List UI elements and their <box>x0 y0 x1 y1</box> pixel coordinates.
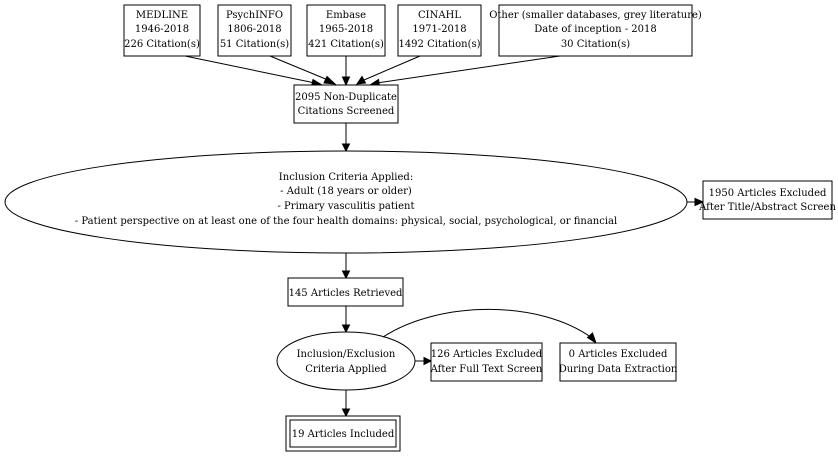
excluded-title-node: 1950 Articles Excluded After Title/Abstr… <box>698 180 836 220</box>
source-psychinfo-line-1: PsychINFO <box>226 10 283 21</box>
arrowhead-embase <box>341 76 351 87</box>
arrowhead-psychinfo <box>323 75 337 85</box>
excluded-fulltext-line-2: After Full Text Screen <box>430 364 543 375</box>
incl-excl-line-2: Criteria Applied <box>305 364 387 375</box>
source-cinahl-line-1: CINAHL <box>418 10 461 21</box>
excluded-fulltext-line-1: 126 Articles Excluded <box>431 349 543 360</box>
retrieved-box <box>287 277 404 307</box>
source-other-box <box>498 4 693 57</box>
retrieved-label: 145 Articles Retrieved <box>289 288 403 299</box>
screened-box <box>293 84 399 124</box>
arrow-other-to-screened <box>376 55 561 84</box>
source-medline-line-1: MEDLINE <box>136 10 188 21</box>
excluded-extraction-box <box>559 342 677 382</box>
source-psychinfo: PsychINFO 1806-2018 51 Citation(s) <box>217 4 292 57</box>
source-other-line-3: 30 Citation(s) <box>561 39 630 50</box>
arrow-medline-to-screened <box>184 55 316 84</box>
included-node: 19 Articles Included <box>285 415 401 452</box>
source-medline-box <box>123 4 201 57</box>
arrowhead-cinahl <box>355 75 367 85</box>
source-embase: Embase 1965-2018 421 Citation(s) <box>306 4 386 57</box>
source-cinahl-line-2: 1971-2018 <box>412 24 466 35</box>
source-cinahl: CINAHL 1971-2018 1492 Citation(s) <box>397 4 482 57</box>
excluded-title-line-2: After Title/Abstract Screen <box>698 202 836 213</box>
source-medline-line-3: 226 Citation(s) <box>124 39 200 50</box>
arrowhead-excluded-fulltext <box>423 356 433 366</box>
inclusion-criteria-line-1: Inclusion Criteria Applied: <box>279 172 413 183</box>
inclusion-criteria-line-4: - Patient perspective on at least one of… <box>75 216 617 227</box>
source-psychinfo-line-3: 51 Citation(s) <box>220 39 289 50</box>
arrowhead-incl-excl <box>341 324 351 334</box>
included-box-inner <box>289 419 397 448</box>
arrow-incl-excl-to-excluded-extraction <box>382 308 593 339</box>
source-embase-box <box>306 4 386 57</box>
source-medline-line-2: 1946-2018 <box>135 24 189 35</box>
screened-line-2: Citations Screened <box>298 106 395 117</box>
arrow-cinahl-to-screened <box>363 55 421 81</box>
incl-excl-ellipse <box>276 331 416 391</box>
source-psychinfo-box <box>217 4 292 57</box>
arrowhead-screened-to-inclusion <box>341 143 351 153</box>
source-other-line-2: Date of inception - 2018 <box>534 24 656 35</box>
excluded-title-line-1: 1950 Articles Excluded <box>709 188 827 199</box>
source-arrows <box>184 55 561 88</box>
screened-node: 2095 Non-Duplicate Citations Screened <box>293 84 399 124</box>
excluded-extraction-line-2: During Data Extraction <box>559 364 678 375</box>
retrieved-node: 145 Articles Retrieved <box>287 277 404 307</box>
arrowhead-excluded-title <box>694 197 705 207</box>
excluded-fulltext-box <box>430 342 543 382</box>
arrowhead-retrieved <box>341 270 351 280</box>
inclusion-criteria-node: Inclusion Criteria Applied: - Adult (18 … <box>4 150 688 254</box>
inclusion-criteria-line-3: - Primary vasculitis patient <box>278 201 415 212</box>
excluded-title-box <box>702 180 833 220</box>
excluded-extraction-line-1: 0 Articles Excluded <box>569 349 668 360</box>
incl-excl-node: Inclusion/Exclusion Criteria Applied <box>276 331 416 391</box>
inclusion-criteria-line-2: - Adult (18 years or older) <box>280 186 412 197</box>
source-other: Other (smaller databases, grey literatur… <box>489 4 702 57</box>
included-label: 19 Articles Included <box>292 429 395 440</box>
arrowhead-excluded-extraction <box>586 332 597 345</box>
screened-line-1: 2095 Non-Duplicate <box>295 92 397 103</box>
source-medline: MEDLINE 1946-2018 226 Citation(s) <box>123 4 201 57</box>
incl-excl-line-1: Inclusion/Exclusion <box>297 349 396 360</box>
source-psychinfo-line-2: 1806-2018 <box>227 24 281 35</box>
arrowhead-included <box>341 408 351 418</box>
excluded-fulltext-node: 126 Articles Excluded After Full Text Sc… <box>430 342 543 382</box>
source-cinahl-line-3: 1492 Citation(s) <box>398 39 480 50</box>
arrow-psychinfo-to-screened <box>269 55 329 81</box>
excluded-extraction-node: 0 Articles Excluded During Data Extracti… <box>559 342 678 382</box>
source-other-line-1: Other (smaller databases, grey literatur… <box>489 10 702 21</box>
source-cinahl-box <box>397 4 482 57</box>
source-embase-line-2: 1965-2018 <box>319 24 373 35</box>
source-embase-line-1: Embase <box>326 10 366 21</box>
source-embase-line-3: 421 Citation(s) <box>308 39 384 50</box>
